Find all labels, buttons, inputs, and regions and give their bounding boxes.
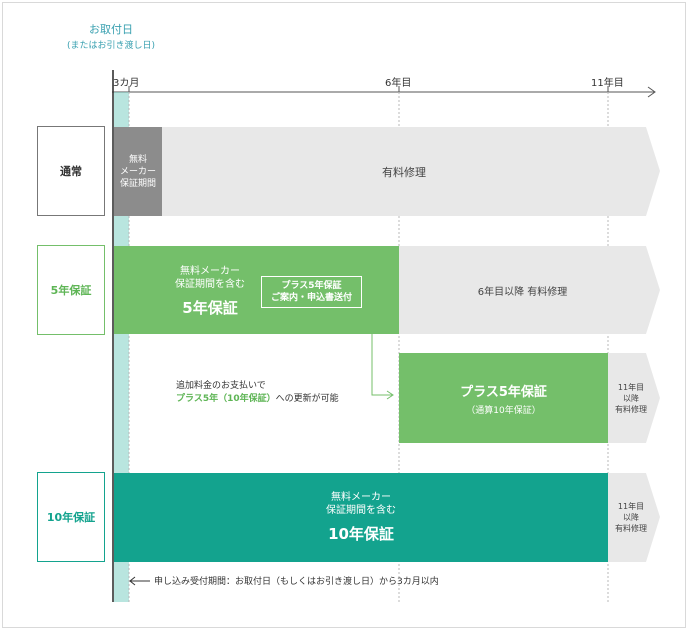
after-line: 以降	[623, 393, 639, 403]
plus-five-bar	[399, 353, 608, 443]
five-year-main-text: 無料メーカー 保証期間を含む 5年保証	[150, 256, 270, 326]
plus-five-note-rest: への更新が可能	[275, 394, 339, 404]
axis-arrowhead	[647, 86, 656, 98]
ten-year-after-text: 11年目 以降 有料修理	[608, 473, 654, 562]
ten-year-big: 10年保証	[328, 525, 394, 543]
start-date-text: お取付日	[89, 23, 133, 36]
start-date-sub: (またはお引き渡し日)	[44, 38, 178, 51]
free-warranty-line: メーカー	[119, 166, 156, 177]
free-warranty-line: 無料	[128, 154, 147, 165]
five-year-after-label: 6年目以降 有料修理	[477, 286, 568, 298]
five-year-line: 無料メーカー	[180, 265, 240, 277]
connector-arrowhead	[386, 390, 394, 400]
plus-five-after-text: 11年目 以降 有料修理	[608, 353, 654, 443]
plus-five-box-text: プラス5年保証 （通算10年保証）	[399, 353, 608, 443]
ten-year-main-text: 無料メーカー 保証期間を含む 10年保証	[114, 473, 608, 562]
five-year-after-bar	[399, 246, 660, 334]
plus-five-note: 追加料金のお支払いで プラス5年（10年保証）への更新が可能	[176, 380, 376, 406]
plus-five-after-bar	[608, 353, 660, 443]
application-period-note: 申し込み受付期間：お取付日（もしくはお引き渡し日）から3カ月以内	[154, 577, 439, 587]
notice-line: ご案内・申込書送付	[270, 293, 352, 303]
connector-line	[362, 298, 392, 396]
row-label-normal: 通常	[37, 126, 105, 216]
paid-repair-label: 有料修理	[382, 165, 426, 179]
ten-year-after-bar	[608, 473, 660, 562]
after-line: 有料修理	[615, 404, 647, 414]
tick-label-3m: 3カ月	[113, 78, 140, 89]
free-warranty-bar-normal	[114, 127, 162, 216]
after-line: 11年目	[617, 382, 645, 392]
five-year-line: 保証期間を含む	[175, 278, 245, 290]
plus-five-title: プラス5年保証	[460, 384, 547, 400]
plus-five-note-line2: プラス5年（10年保証）への更新が可能	[176, 393, 376, 406]
ten-year-line: 保証期間を含む	[326, 505, 396, 516]
row-label-ten-year: 10年保証	[37, 472, 105, 562]
row-label-ten-year-text: 10年保証	[46, 511, 96, 524]
tick-label-6y: 6年目	[385, 78, 412, 89]
paid-repair-text-normal: 有料修理	[162, 127, 646, 216]
free-warranty-line: 保証期間	[119, 178, 156, 189]
plus-five-note-green: プラス5年（10年保証）	[176, 394, 276, 404]
start-date-label: お取付日	[56, 22, 166, 36]
plus-five-note-line1: 追加料金のお支払いで	[176, 381, 266, 391]
free-warranty-text: 無料 メーカー 保証期間	[114, 127, 162, 216]
plus-five-notice-box: プラス5年保証 ご案内・申込書送付	[261, 276, 362, 308]
five-year-after-text: 6年目以降 有料修理	[399, 246, 646, 334]
start-date-subtext: (またはお引き渡し日)	[66, 40, 156, 51]
row-label-normal-text: 通常	[60, 165, 82, 178]
after-line: 11年目	[617, 502, 645, 511]
ten-year-line: 無料メーカー	[331, 492, 391, 503]
footer-arrowhead	[129, 576, 136, 586]
row-label-five-year: 5年保証	[37, 245, 105, 335]
ten-year-bar	[114, 473, 608, 562]
row-label-five-year-text: 5年保証	[50, 284, 92, 297]
five-year-big: 5年保証	[182, 298, 238, 317]
paid-repair-bar-normal	[162, 127, 660, 216]
after-line: 有料修理	[615, 524, 647, 533]
tick-label-11y: 11年目	[591, 78, 624, 89]
notice-line: プラス5年保証	[281, 281, 342, 291]
after-line: 以降	[623, 513, 639, 522]
five-year-bar	[114, 246, 399, 334]
plus-five-subtitle: （通算10年保証）	[466, 405, 541, 416]
